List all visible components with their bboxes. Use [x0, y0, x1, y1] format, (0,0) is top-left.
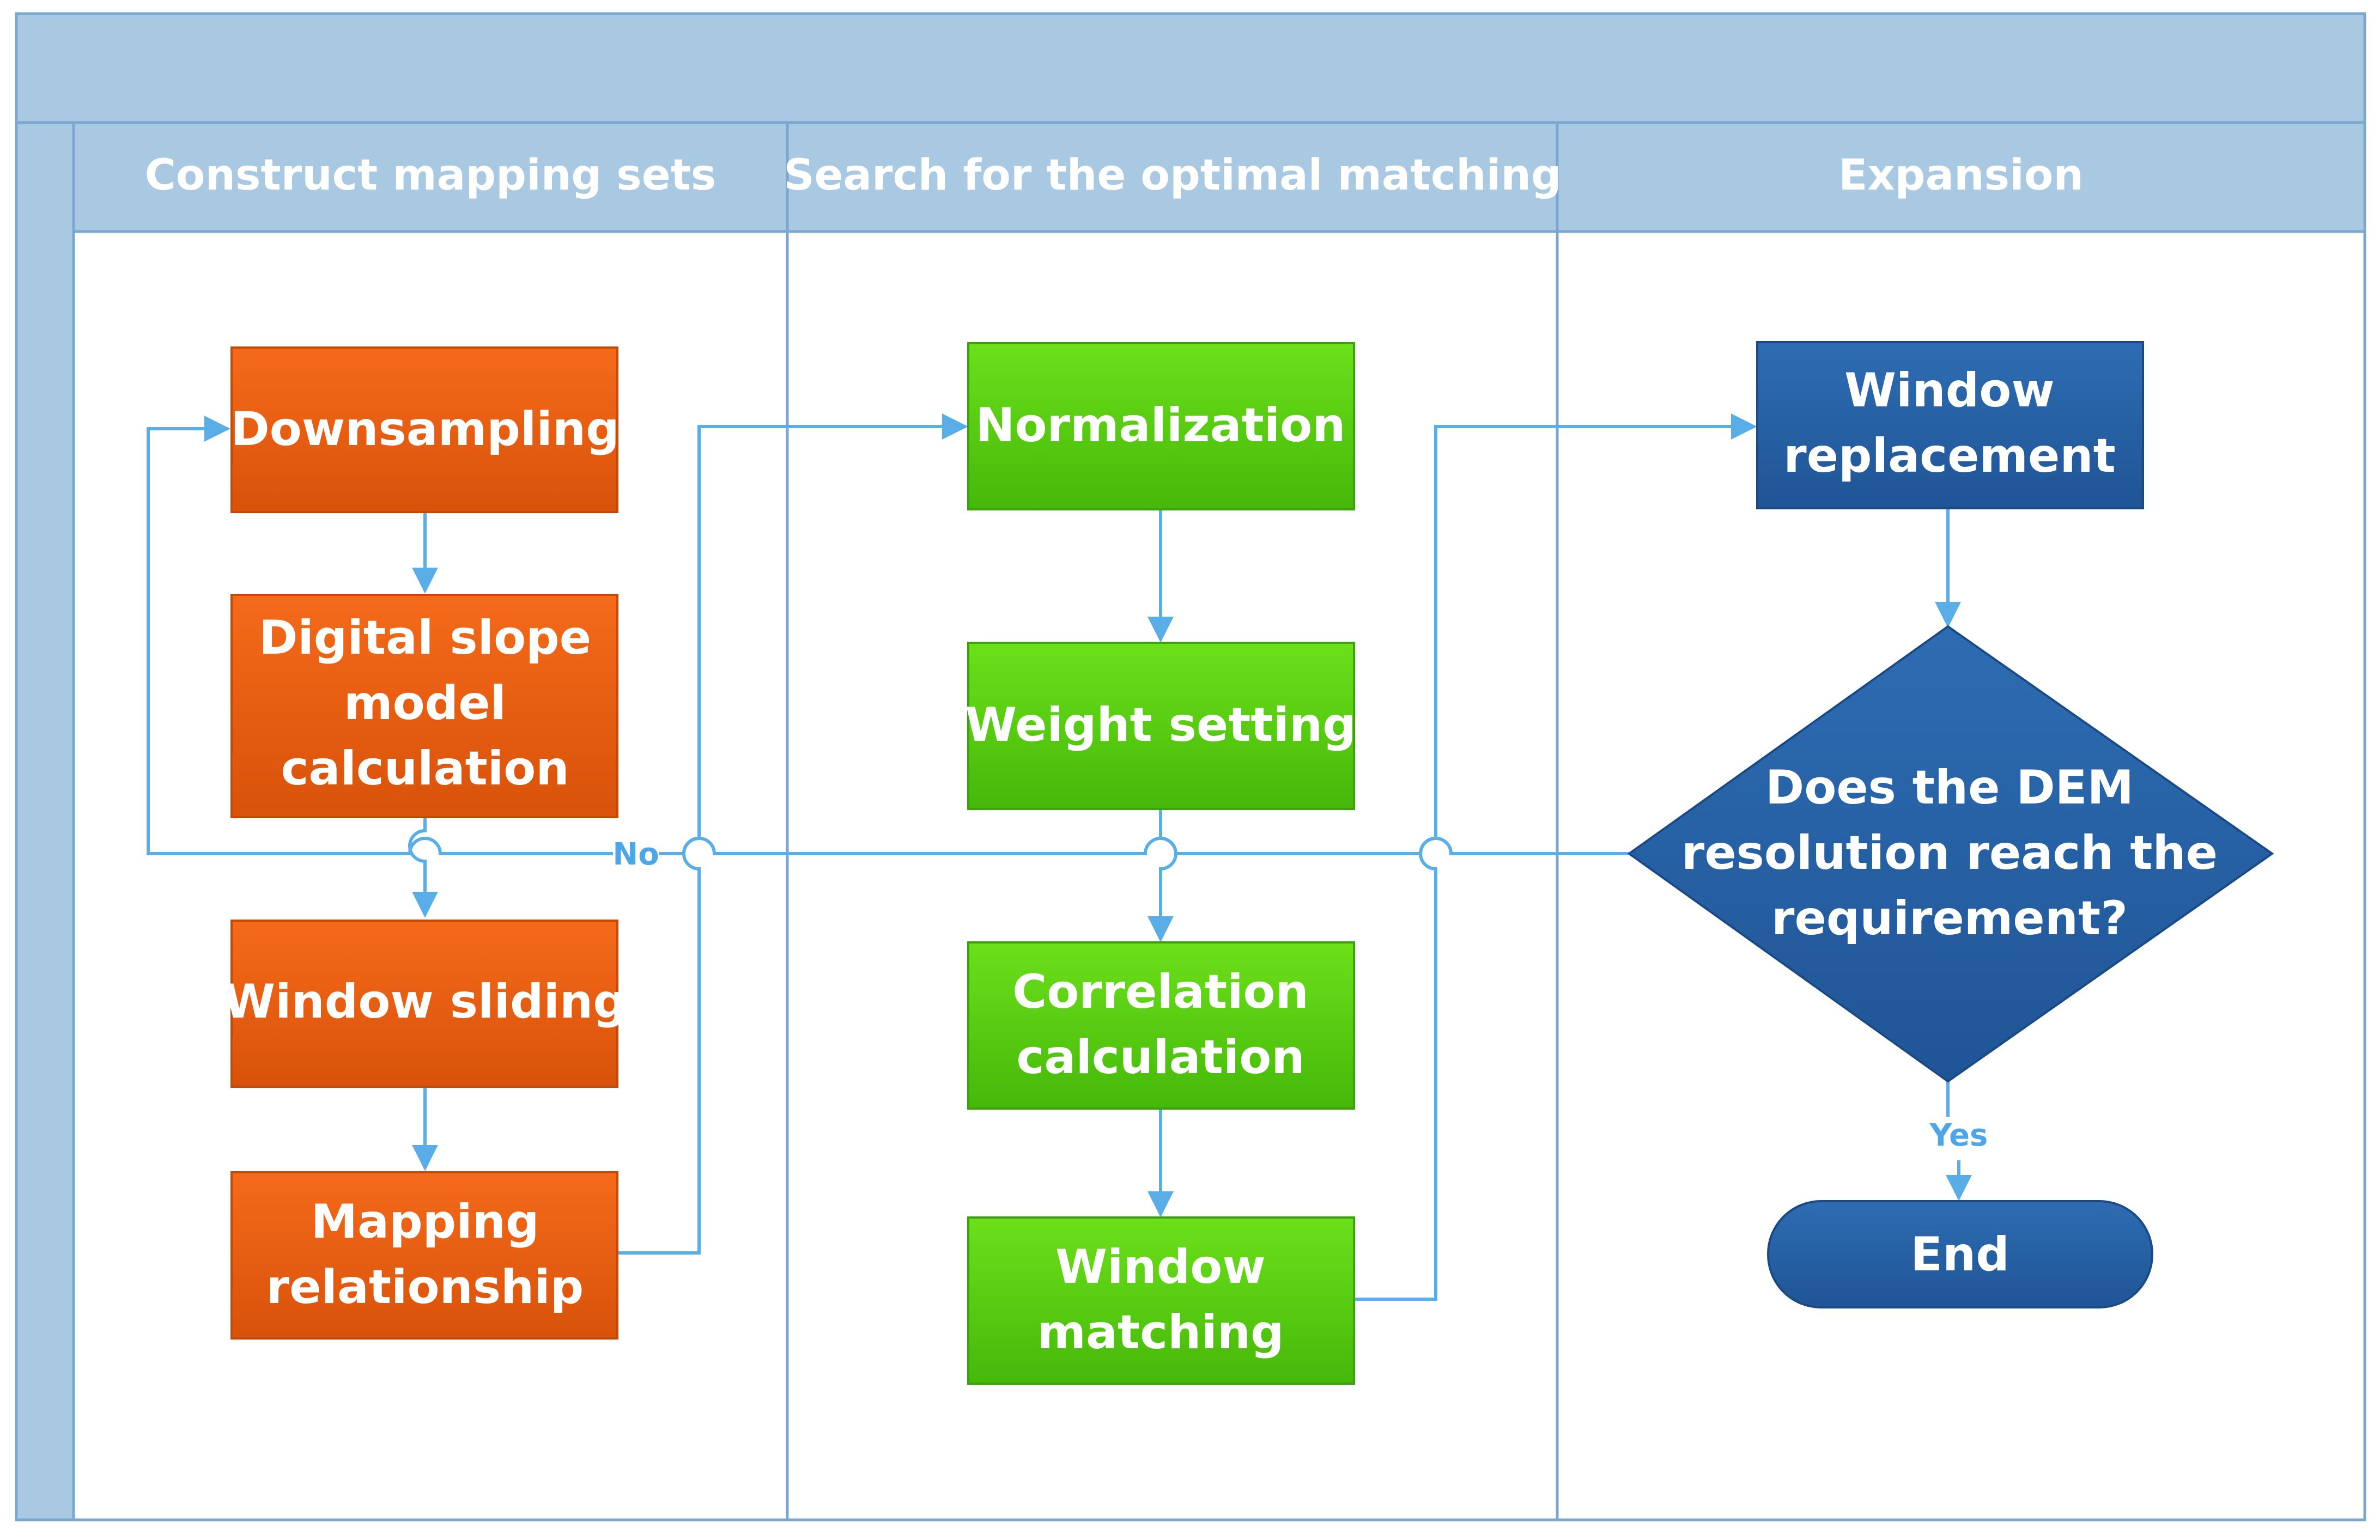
node-label-line: Mapping [311, 1195, 539, 1249]
node-label-line: Window [1055, 1240, 1266, 1294]
node-label: Downsampling [230, 402, 619, 456]
node-correlation-calculation: Correlation calculation [967, 941, 1355, 1110]
node-weight-setting: Weight setting [965, 642, 1356, 810]
node-label: Window replacement [1783, 363, 2115, 483]
node-label-line: End [1910, 1227, 2009, 1282]
node-window-replacement: Window replacement [1756, 341, 2144, 509]
edge-label-yes: Yes [1929, 1118, 1988, 1153]
node-label-line: Weight setting [965, 698, 1356, 752]
node-window-matching: Window matching [967, 1216, 1355, 1385]
node-digital-slope-model: Digital slope model calculation [230, 594, 618, 818]
lane-header-bar [72, 121, 2366, 233]
node-label: Weight setting [965, 698, 1356, 752]
node-label: Correlation calculation [1012, 965, 1309, 1085]
node-label-line: relationship [266, 1260, 584, 1314]
pool-header [15, 12, 2366, 124]
node-label: Mapping relationship [266, 1195, 584, 1314]
node-label: Normalization [975, 398, 1345, 453]
node-label: Does the DEM resolution reach the requirem… [1681, 760, 2218, 946]
node-mapping-relationship: Mapping relationship [230, 1171, 618, 1340]
node-window-sliding: Window sliding [223, 920, 627, 1088]
lane-title-search: Search for the optimal matching [784, 151, 1561, 200]
node-decision-dem-resolution: Does the DEM resolution reach the requirem… [1627, 625, 2274, 1083]
node-label: Window matching [1037, 1240, 1284, 1360]
node-label: Window sliding [223, 975, 627, 1029]
node-label-line: replacement [1783, 429, 2115, 483]
lane-title-expansion: Expansion [1838, 151, 2084, 200]
node-label-line: matching [1037, 1305, 1284, 1360]
node-label-line: model [344, 676, 506, 731]
node-label-line: resolution reach the [1681, 826, 2218, 880]
node-label-line: Downsampling [230, 402, 619, 456]
edge-slope-to-sliding [408, 817, 438, 918]
node-normalization: Normalization [967, 342, 1355, 510]
node-label-line: calculation [281, 741, 569, 796]
node-label-line: Window [1844, 363, 2055, 418]
edge-decision-no-loop [147, 429, 1629, 855]
node-label-line: calculation [1016, 1030, 1304, 1085]
node-label-line: Does the DEM [1765, 760, 2134, 815]
node-end: End [1767, 1200, 2153, 1308]
node-label-line: Normalization [975, 398, 1345, 453]
node-label: Digital slope model calculation [259, 611, 591, 796]
edge-label-no: No [612, 837, 659, 872]
pool-left-bar [15, 121, 75, 1521]
node-downsampling: Downsampling [230, 346, 620, 513]
connectors [147, 427, 1972, 1301]
node-label-line: Window sliding [223, 975, 627, 1029]
node-label: End [1910, 1227, 2009, 1282]
node-label-line: Digital slope [259, 611, 591, 665]
node-label-line: requirement? [1771, 891, 2128, 946]
lane-title-construct: Construct mapping sets [145, 151, 717, 200]
node-label-line: Correlation [1012, 965, 1309, 1019]
